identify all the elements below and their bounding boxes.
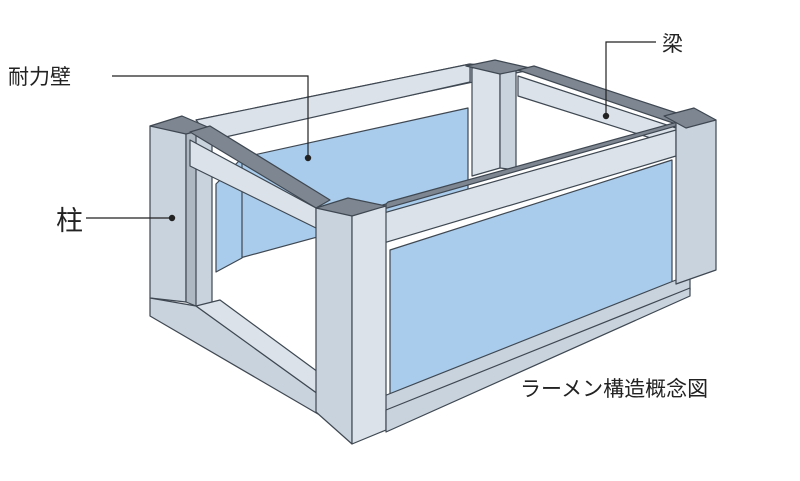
front-base-beam	[385, 287, 691, 433]
left-bottom-beam	[149, 297, 319, 415]
leader-beam	[605, 41, 656, 116]
leader-shear-wall	[112, 75, 309, 158]
leader-column-dot	[168, 214, 176, 222]
diagram-caption: ラーメン構造概念図	[520, 377, 709, 401]
column-label: 柱	[56, 206, 83, 237]
front-right-column	[663, 107, 717, 285]
front-corner-column	[315, 197, 387, 445]
leader-shear-wall-dot	[304, 154, 312, 162]
front-left-column	[149, 115, 211, 307]
leader-lines	[86, 41, 656, 222]
shear-wall-label: 耐力壁	[8, 65, 71, 89]
leader-beam-dot	[602, 112, 610, 120]
beam-label: 梁	[662, 32, 683, 56]
